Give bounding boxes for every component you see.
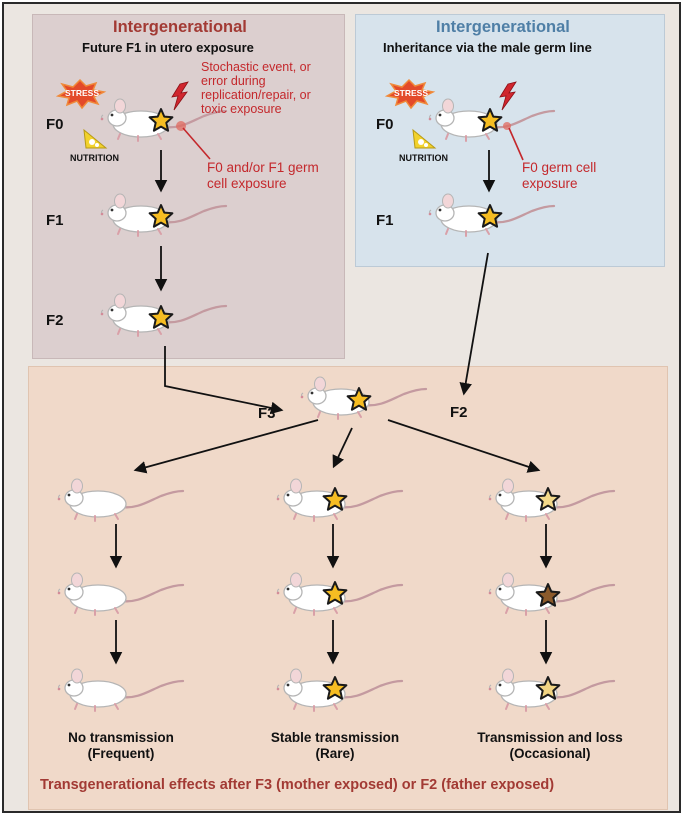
outcome-label: Transmission and loss xyxy=(477,730,623,745)
male-germline-panel xyxy=(355,14,665,267)
outcome-frequency: (Frequent) xyxy=(87,746,155,761)
stress-label: STRESS xyxy=(394,88,429,98)
outcome-column-stable xyxy=(275,477,404,713)
nutrition-icon xyxy=(83,129,107,149)
transgenerational-footer: Transgenerational effects after F3 (moth… xyxy=(40,777,555,793)
right-panel-title: Intergenerational xyxy=(436,18,570,36)
lightning-icon xyxy=(171,81,189,111)
mouse-icon xyxy=(56,477,185,523)
nutrition-label: NUTRITION xyxy=(70,153,119,163)
transgenerational-panel xyxy=(28,366,668,810)
mouse-icon xyxy=(56,667,185,713)
outcome-transmission-and-loss: Transmission and loss (Occasional) xyxy=(460,730,640,762)
in-utero-panel xyxy=(32,14,345,359)
right-panel-subtitle: Inheritance via the male germ line xyxy=(383,40,592,55)
gen-label-f0: F0 xyxy=(376,116,394,133)
stochastic-note: Stochastic event, or error during replic… xyxy=(201,60,311,116)
outcome-column-loss xyxy=(487,477,616,713)
germ-cell-marker xyxy=(176,121,211,160)
outcome-no-transmission: No transmission (Frequent) xyxy=(36,730,206,762)
gen-label-f0: F0 xyxy=(46,116,64,133)
germ-exposure-note: F0 and/or F1 germ cell exposure xyxy=(207,160,319,191)
germ-cell-marker xyxy=(503,122,524,161)
outcome-frequency: (Rare) xyxy=(315,746,355,761)
left-panel-subtitle: Future F1 in utero exposure xyxy=(82,40,254,55)
germ-exposure-note: F0 germ cell exposure xyxy=(522,160,597,191)
nutrition-label: NUTRITION xyxy=(399,153,448,163)
flow-arrows xyxy=(109,150,553,665)
outcome-label: Stable transmission xyxy=(270,730,400,745)
lightning-icon xyxy=(499,81,517,111)
stress-label: STRESS xyxy=(65,88,100,98)
converge-label-f3: F3 xyxy=(258,405,276,422)
gen-label-f1: F1 xyxy=(376,212,394,229)
gen-label-f1: F1 xyxy=(46,212,64,229)
mouse-icon xyxy=(56,571,185,617)
outcome-frequency: (Occasional) xyxy=(509,746,591,761)
left-panel-title: Intergenerational xyxy=(113,18,247,36)
converge-label-f2: F2 xyxy=(450,404,468,421)
nutrition-icon xyxy=(412,129,436,149)
outcome-stable-transmission: Stable transmission (Rare) xyxy=(250,730,420,762)
outcome-column-no-transmission xyxy=(56,477,185,713)
outcome-label: No transmission xyxy=(68,730,174,745)
gen-label-f2: F2 xyxy=(46,312,64,329)
